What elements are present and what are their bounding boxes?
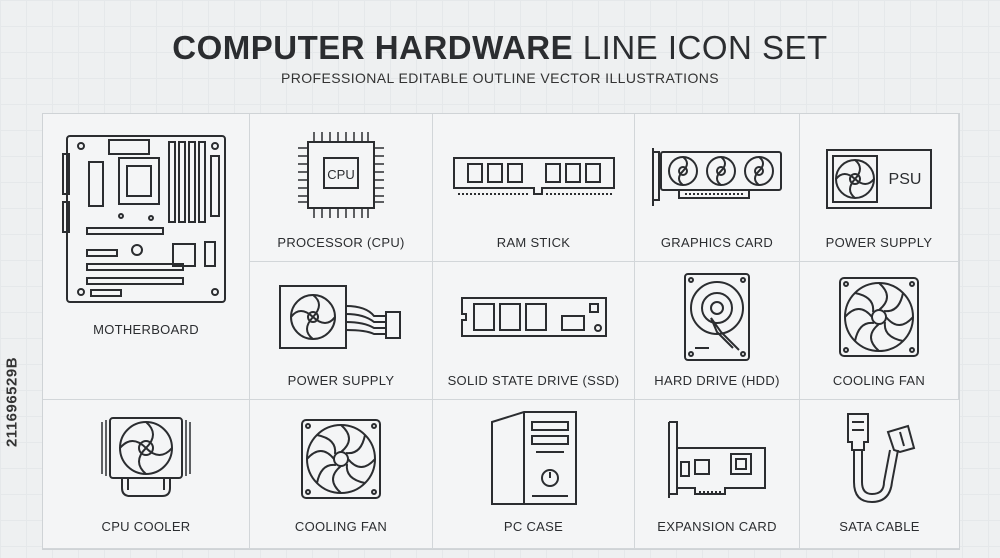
icon-cell-motherboard: MOTHERBOARD bbox=[43, 114, 250, 400]
psu-text: PSU bbox=[889, 171, 922, 188]
icon-label: PROCESSOR (CPU) bbox=[277, 235, 405, 250]
icon-cell-graphics-card: GRAPHICS CARD bbox=[635, 114, 800, 262]
motherboard-icon bbox=[61, 132, 231, 307]
icon-label: CPU COOLER bbox=[101, 519, 191, 534]
icon-label: SOLID STATE DRIVE (SSD) bbox=[447, 373, 620, 388]
cpu-icon: CPU bbox=[296, 130, 386, 220]
icon-label: COOLING FAN bbox=[294, 519, 388, 534]
icon-label: SATA CABLE bbox=[839, 519, 920, 534]
icon-grid-panel: MOTHERBOARD CPU PROCESSOR (CPU) RAM STIC… bbox=[42, 113, 960, 550]
icon-label: POWER SUPPLY bbox=[825, 235, 933, 250]
icon-cell-hdd: HARD DRIVE (HDD) bbox=[635, 262, 800, 400]
icon-cell-expansion-card: EXPANSION CARD bbox=[635, 400, 800, 549]
icon-cell-cooling-fan-1: COOLING FAN bbox=[800, 262, 959, 400]
icon-cell-cpu-cooler: CPU COOLER bbox=[43, 400, 250, 549]
sata-cable-icon bbox=[838, 410, 922, 510]
page-title: COMPUTER HARDWARE LINE ICON SET bbox=[0, 28, 1000, 68]
icon-cell-power-supply-cables: POWER SUPPLY bbox=[250, 262, 433, 400]
cooling-fan-icon bbox=[298, 416, 384, 502]
icon-label: RAM STICK bbox=[496, 235, 571, 250]
icon-label: PC CASE bbox=[503, 519, 564, 534]
icon-cell-power-supply-psu: PSU POWER SUPPLY bbox=[800, 114, 959, 262]
cpu-cooler-icon bbox=[98, 414, 194, 500]
power-supply-cables-icon bbox=[276, 282, 406, 352]
icon-label: GRAPHICS CARD bbox=[660, 235, 774, 250]
icon-cell-ram: RAM STICK bbox=[433, 114, 635, 262]
stock-id-watermark: 211696529B bbox=[2, 312, 22, 492]
pc-case-icon bbox=[488, 408, 580, 508]
power-supply-psu-icon: PSU bbox=[823, 146, 935, 212]
title-light: LINE ICON SET bbox=[582, 29, 828, 66]
icon-cell-ssd: SOLID STATE DRIVE (SSD) bbox=[433, 262, 635, 400]
ssd-icon bbox=[458, 294, 610, 340]
icon-label: MOTHERBOARD bbox=[93, 322, 199, 337]
expansion-card-icon bbox=[665, 418, 769, 502]
icon-label: HARD DRIVE (HDD) bbox=[654, 373, 780, 388]
page-subtitle: PROFESSIONAL EDITABLE OUTLINE VECTOR ILL… bbox=[280, 70, 720, 86]
icon-cell-pc-case: PC CASE bbox=[433, 400, 635, 549]
icon-cell-cooling-fan-2: COOLING FAN bbox=[250, 400, 433, 549]
ram-stick-icon bbox=[450, 154, 618, 202]
icon-cell-sata-cable: SATA CABLE bbox=[800, 400, 959, 549]
cooling-fan-icon bbox=[836, 274, 922, 360]
hdd-icon bbox=[681, 270, 753, 364]
cpu-chip-text: CPU bbox=[327, 167, 354, 182]
graphics-card-icon bbox=[649, 144, 785, 208]
title-bold: COMPUTER HARDWARE bbox=[172, 29, 574, 66]
icon-label: POWER SUPPLY bbox=[287, 373, 395, 388]
icon-cell-cpu: CPU PROCESSOR (CPU) bbox=[250, 114, 433, 262]
icon-label: COOLING FAN bbox=[832, 373, 926, 388]
header: COMPUTER HARDWARE LINE ICON SET PROFESSI… bbox=[0, 28, 1000, 86]
icon-label: EXPANSION CARD bbox=[657, 519, 777, 534]
stock-id-text: 211696529B bbox=[3, 356, 21, 448]
